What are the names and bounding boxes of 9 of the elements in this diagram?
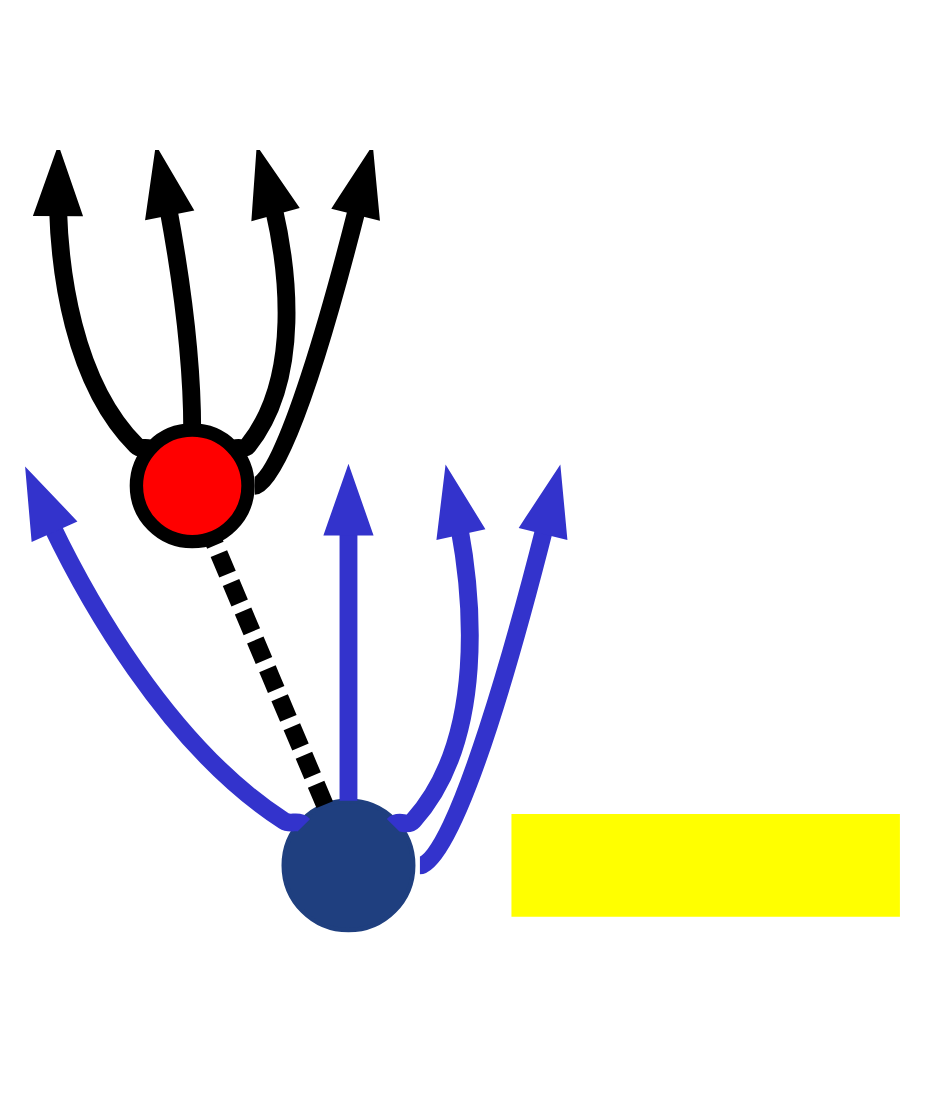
arrow [227,150,300,458]
node-box [511,814,900,917]
node-circle [281,798,416,933]
connector [204,535,333,809]
node-circle [129,423,255,549]
arrow [323,463,374,801]
arrow [415,464,568,874]
arrow [250,150,380,494]
arrow [25,466,309,833]
